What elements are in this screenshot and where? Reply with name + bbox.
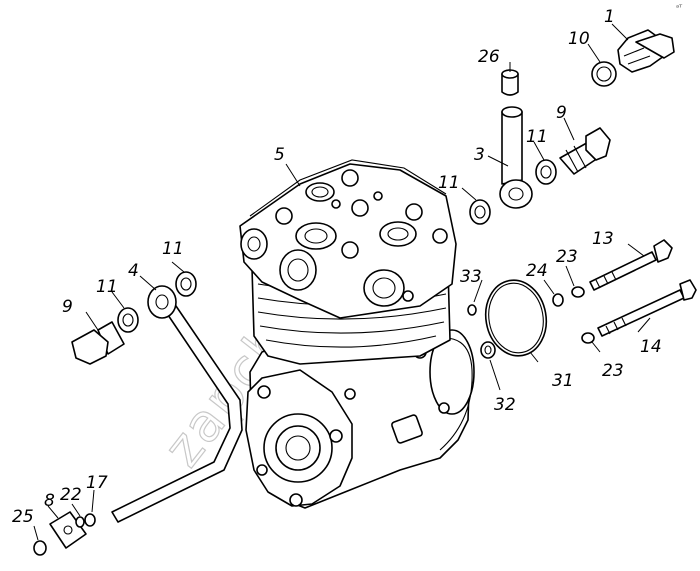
part-13-long-bolt [589, 239, 673, 291]
head-port [295, 222, 337, 250]
part-1-union-fitting [617, 29, 675, 73]
flange-bolt [329, 429, 343, 443]
callout-label: 11 [526, 127, 548, 147]
flange-bolt [257, 385, 271, 399]
part-24-washer [552, 293, 564, 307]
callout-label: 14 [640, 337, 662, 357]
head-port [305, 182, 335, 202]
side-cover [391, 414, 423, 444]
part-33-seal [467, 304, 477, 316]
part-23-washer [581, 332, 595, 344]
callout-label: 11 [438, 173, 460, 193]
head-bolt [341, 241, 359, 259]
callout-label: 9 [556, 103, 567, 123]
callout-label: 4 [128, 261, 139, 281]
callout-label: 10 [568, 29, 590, 49]
corner-mark: ᵃᵀ [676, 3, 683, 12]
callout-label: 31 [552, 371, 574, 391]
head-bolt [341, 169, 359, 187]
part-25-ring [33, 540, 47, 556]
part-22-washer [75, 516, 85, 528]
callout-label: 1 [604, 7, 615, 27]
callout-label: 22 [60, 485, 82, 505]
part-14-long-bolt [597, 279, 697, 337]
head-bolt [275, 207, 293, 225]
part-4-oil-tube [111, 285, 243, 523]
callout-label: 24 [526, 261, 548, 281]
callout-label: 8 [44, 491, 55, 511]
part-26-cap [501, 69, 519, 96]
part-23-washer [571, 286, 585, 298]
callout-label: 5 [274, 145, 285, 165]
callout-label: 23 [556, 247, 578, 267]
part-9-banjo-bolt-left [71, 321, 125, 365]
callout-labels: 1 3 4 5 8 9 9 10 11 11 11 11 13 14 17 22… [12, 7, 662, 527]
callout-label: 33 [460, 267, 482, 287]
part-11-washer [117, 307, 139, 333]
callout-label: 11 [96, 277, 118, 297]
head-bolt [351, 199, 369, 217]
head-port [379, 221, 417, 247]
head-bolt [405, 203, 423, 221]
callout-label: 3 [474, 145, 485, 165]
flange-bolt [256, 464, 268, 476]
part-31-o-ring [484, 279, 548, 357]
part-9-banjo-bolt [559, 127, 611, 175]
callout-label: 32 [494, 395, 516, 415]
callout-label: 17 [86, 473, 108, 493]
part-11-washer [469, 199, 491, 225]
compressor-assembly [239, 159, 475, 509]
part-3-banjo-tube [499, 106, 533, 209]
part-11-washer [535, 159, 557, 185]
head-port [279, 249, 317, 291]
rear-housing [429, 329, 475, 415]
callout-label: 11 [162, 239, 184, 259]
part-17-nut [84, 513, 96, 527]
callout-label: 9 [62, 297, 73, 317]
head-port [363, 269, 405, 307]
callout-label: 23 [602, 361, 624, 381]
part-10-washer [591, 61, 617, 87]
callout-label: 13 [592, 229, 614, 249]
part-32-ring [480, 341, 496, 359]
flange-bolt [289, 493, 303, 507]
part-11-washer [175, 271, 197, 297]
leader-lines [33, 23, 651, 541]
callout-label: 26 [478, 47, 500, 67]
part-8-flange [49, 511, 87, 549]
head-port [240, 228, 268, 260]
callout-label: 25 [12, 507, 34, 527]
